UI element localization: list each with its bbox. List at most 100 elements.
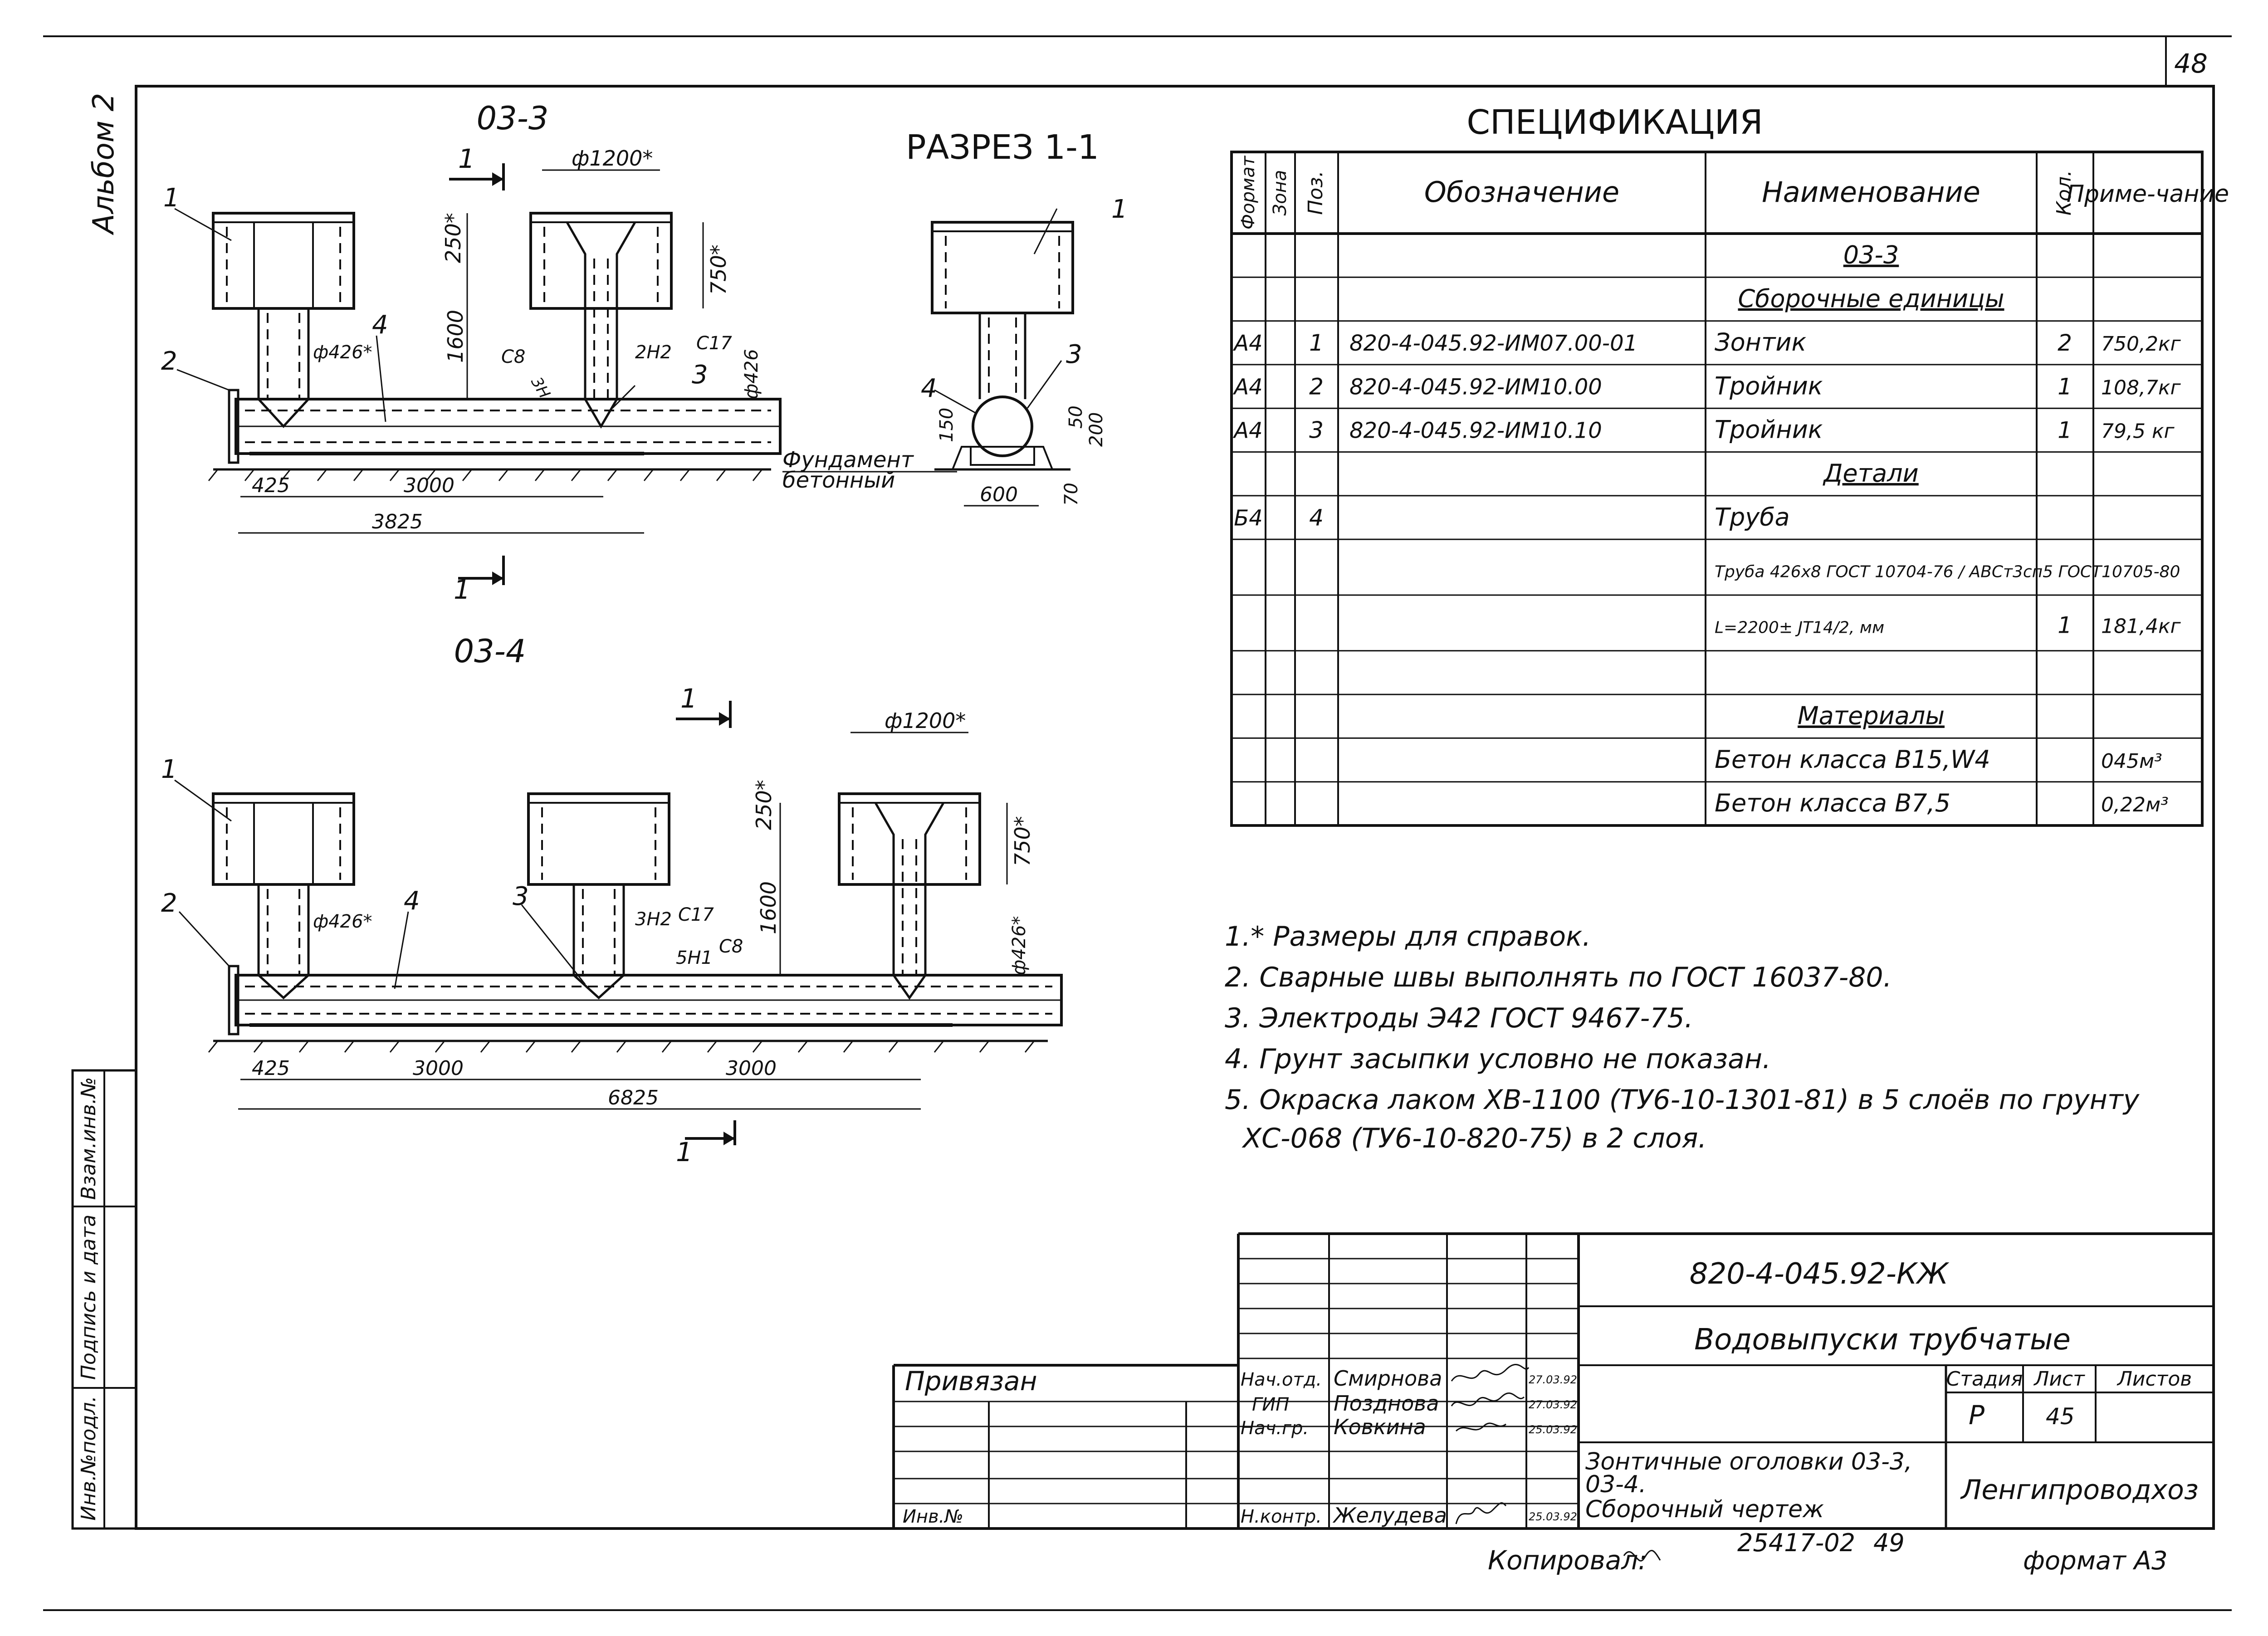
weld-3n: 3Н bbox=[527, 374, 553, 402]
stamp-org: Ленгипроводхоз bbox=[1960, 1474, 2198, 1506]
spec-cell-pos: 3 bbox=[1309, 417, 1324, 444]
pos-2-label: 2 bbox=[161, 347, 177, 376]
spec-cell-format: Б4 bbox=[1234, 505, 1262, 531]
spec-cell-qty: 1 bbox=[2058, 612, 2072, 638]
spec-cell-name: Тройник bbox=[1715, 415, 1823, 444]
stamp-stage: Р bbox=[1969, 1400, 1984, 1431]
general-notes: 1.* Размеры для справок. 2. Сварные швы … bbox=[1225, 921, 2140, 1154]
drawing-03-3: 03-3 1 1 bbox=[161, 100, 782, 605]
stamp-sheet: 45 bbox=[2046, 1403, 2075, 1430]
dim4-h1600: 1600 bbox=[756, 881, 781, 934]
spec-cell-name: Детали bbox=[1823, 459, 1919, 488]
stamp-name-2: Ковкина bbox=[1334, 1415, 1426, 1439]
stamp-date-0: 27.03.92 bbox=[1529, 1373, 1577, 1386]
stamp-subject-3: Сборочный чертеж bbox=[1585, 1496, 1824, 1523]
spec-cell-designation: 820-4-045.92-ИМ10.00 bbox=[1349, 374, 1602, 400]
spec-cell-qty: 1 bbox=[2058, 373, 2072, 400]
stamp-date-1: 27.03.92 bbox=[1529, 1398, 1577, 1411]
spec-cell-name: Сборочные единицы bbox=[1738, 284, 2004, 313]
signature-3 bbox=[1455, 1502, 1507, 1524]
spec-cell-qty: 1 bbox=[2058, 417, 2072, 444]
weld-c8: С8 bbox=[501, 347, 525, 367]
pos-1-label: 1 bbox=[163, 183, 180, 213]
title-block: 820-4-045.92-КЖ Водовыпуски трубчатые Пр… bbox=[892, 1232, 2214, 1529]
spec-hdr-zone: Зона bbox=[1270, 170, 1290, 216]
spec-cell-designation: 820-4-045.92-ИМ10.10 bbox=[1349, 418, 1602, 444]
stamp-role-3: Н.контр. bbox=[1241, 1506, 1322, 1527]
dim4-d426a: ф426* bbox=[313, 911, 372, 932]
dim4-d3000a: 3000 bbox=[413, 1057, 464, 1080]
section-1-1: РАЗРЕЗ 1-1 1 3 4 150 50 200 600 70 Фунда… bbox=[782, 128, 1128, 507]
sheet-frame: 48 Альбом 2 bbox=[43, 35, 2232, 1611]
stamp-name-3: Желудева bbox=[1332, 1503, 1447, 1528]
stamp-date-3: 25.03.92 bbox=[1529, 1510, 1577, 1523]
weld4-3n2: 3Н2 bbox=[635, 909, 672, 930]
spec-cell-name: Бетон класса В7,5 bbox=[1715, 789, 1950, 817]
spec-cell-qty: 2 bbox=[2058, 330, 2072, 356]
spec-cell-pos: 4 bbox=[1309, 504, 1324, 531]
stamp-sheet-label: Лист bbox=[2033, 1367, 2085, 1391]
pos-4-label: 4 bbox=[372, 310, 388, 340]
spec-cell-name: Труба bbox=[1715, 503, 1790, 531]
dim-h250: 250* bbox=[441, 213, 465, 263]
spec-cell-name: Бетон класса В15,W4 bbox=[1715, 745, 1990, 774]
stamp-role-2: Нач.гр. bbox=[1241, 1418, 1309, 1439]
weld4-c17: С17 bbox=[678, 904, 714, 925]
pos4-1-label: 1 bbox=[161, 755, 177, 784]
dim4-h250: 250* bbox=[752, 780, 776, 830]
signature-2 bbox=[1455, 1422, 1506, 1432]
footer-page: 49 bbox=[1873, 1529, 1905, 1557]
footer-number: 25417-02 bbox=[1737, 1529, 1855, 1557]
spec-cell-note: 181,4кг bbox=[2101, 615, 2181, 638]
stamp-title: Водовыпуски трубчатые bbox=[1694, 1323, 2071, 1357]
stamp-sheets-label: Листов bbox=[2116, 1367, 2192, 1391]
spec-cell-designation: 820-4-045.92-ИМ07.00-01 bbox=[1349, 331, 1637, 356]
weld-2n2: 2Н2 bbox=[635, 342, 672, 363]
spec-cell-name: L=2200± JT14/2, мм bbox=[1715, 618, 1884, 637]
dim-h750: 750* bbox=[706, 244, 731, 295]
spec-cell-pos: 1 bbox=[1309, 330, 1324, 356]
strip-vzam-inv: Взам.инв.№ bbox=[77, 1077, 100, 1200]
foundation-label-1: Фундамент bbox=[782, 447, 914, 473]
stamp-date-2: 25.03.92 bbox=[1529, 1423, 1577, 1436]
pos-3-label: 3 bbox=[692, 360, 708, 390]
album-label: Альбом 2 bbox=[87, 93, 121, 235]
pos4-3-label: 3 bbox=[513, 882, 529, 911]
spec-hdr-format: Формат bbox=[1238, 155, 1259, 230]
footer-copied: Копировал: bbox=[1488, 1545, 1647, 1576]
spec-cell-pos: 2 bbox=[1309, 373, 1324, 400]
strip-sign-date: Подпись и дата bbox=[77, 1215, 100, 1380]
sec-dim-70: 70 bbox=[1061, 483, 1082, 506]
spec-cell-note: 79,5 кг bbox=[2101, 420, 2175, 443]
dim-h1600: 1600 bbox=[443, 310, 468, 363]
sec-dim-50: 50 bbox=[1066, 405, 1086, 429]
spec-cell-name: Труба 426х8 ГОСТ 10704-76 / АВСт3сп5 ГОС… bbox=[1715, 563, 2180, 581]
dim-d426a: ф426* bbox=[313, 342, 372, 363]
stamp-doc-code: 820-4-045.92-КЖ bbox=[1690, 1257, 1950, 1291]
stamp-name-1: Позднова bbox=[1334, 1391, 1439, 1416]
section-mark-bottom-2: 1 bbox=[676, 1137, 693, 1167]
spec-cell-note: 750,2кг bbox=[2101, 332, 2181, 356]
spec-cell-name: Зонтик bbox=[1715, 328, 1807, 357]
stamp-stage-label: Стадия bbox=[1946, 1367, 2023, 1391]
dim-d425: 425 bbox=[252, 474, 290, 497]
signature-0 bbox=[1451, 1364, 1530, 1382]
spec-cell-name: Тройник bbox=[1715, 371, 1823, 400]
spec-title: СПЕЦИФИКАЦИЯ bbox=[1466, 103, 1763, 142]
spec-hdr-designation: Обозначение bbox=[1424, 176, 1619, 209]
note-4: 4. Грунт засыпки условно не показан. bbox=[1225, 1043, 1771, 1075]
left-strip: Инв.№подл. Подпись и дата Взам.инв.№ bbox=[71, 1069, 137, 1530]
spec-cell-format: А4 bbox=[1232, 331, 1262, 356]
note-5-cont: ХС-068 (ТУ6-10-820-75) в 2 слоя. bbox=[1242, 1123, 1707, 1154]
dim4-d426b: ф426* bbox=[1009, 916, 1030, 975]
dim-d3825: 3825 bbox=[372, 510, 423, 533]
dim4-d425: 425 bbox=[252, 1057, 290, 1080]
spec-hdr-pos: Поз. bbox=[1304, 171, 1327, 215]
sec-pos-4: 4 bbox=[921, 374, 937, 403]
stamp-role-0: Нач.отд. bbox=[1241, 1369, 1322, 1390]
spec-cell-format: А4 bbox=[1232, 374, 1262, 400]
stamp-role-1: ГИП bbox=[1252, 1394, 1289, 1415]
sec-dim-200: 200 bbox=[1086, 412, 1107, 447]
spec-hdr-name: Наименование bbox=[1762, 176, 1980, 209]
